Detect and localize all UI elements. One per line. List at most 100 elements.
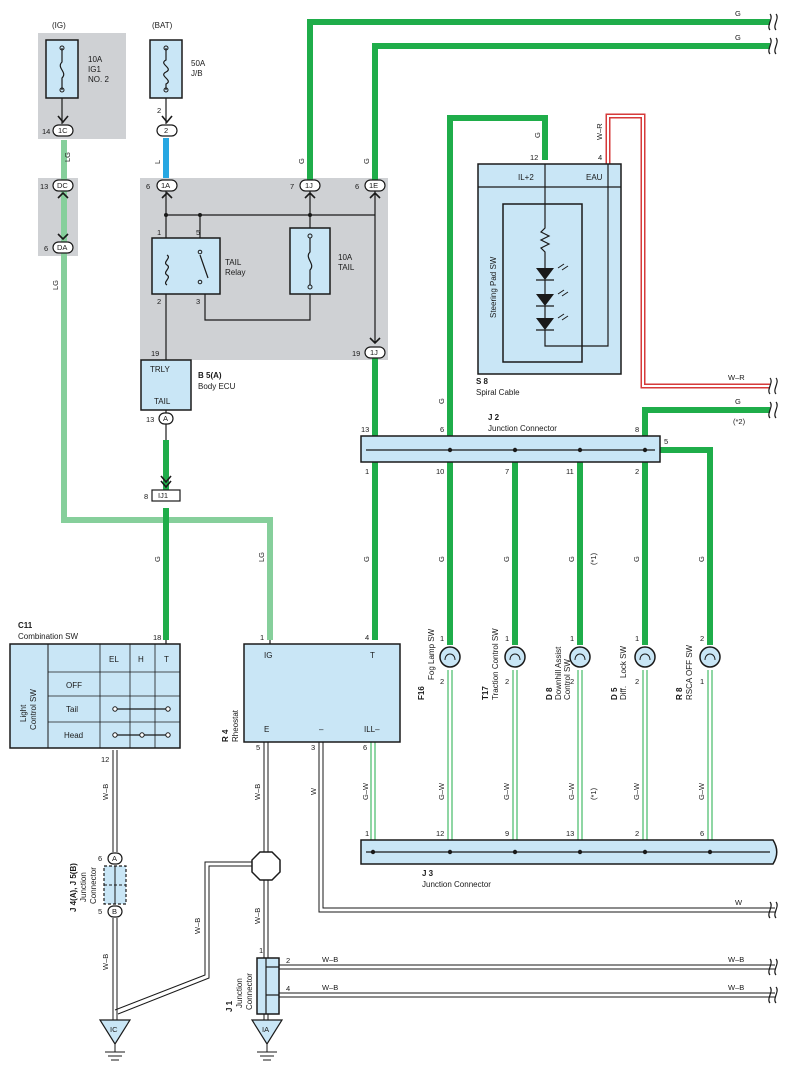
ecu-pin-tail: TAIL xyxy=(154,397,171,406)
connector-ovals xyxy=(52,124,386,918)
ground-ia-label: IA xyxy=(262,1025,269,1034)
wire-g-7: G xyxy=(735,397,741,406)
combo-col-el: EL xyxy=(109,655,119,664)
j2-pin-5: 5 xyxy=(664,437,668,446)
j3-pin-9: 9 xyxy=(505,829,509,838)
pin-6a: 6 xyxy=(146,182,150,191)
tail-fuse xyxy=(289,227,331,295)
j2-name: Junction Connector xyxy=(488,424,557,433)
j1-name1: Junction xyxy=(235,978,244,1008)
rheo-pin-ill: ILL– xyxy=(364,725,380,734)
t17-name: Traction Control SW xyxy=(491,628,500,700)
wire-g-14: G xyxy=(697,556,706,562)
rheo-code: R 4 xyxy=(221,729,230,742)
combo-row-tail: Tail xyxy=(66,705,78,714)
combo-col-h: H xyxy=(138,655,144,664)
j2-code: J 2 xyxy=(488,413,500,422)
diff-lock-sw xyxy=(634,646,656,668)
conn-a-j4: A xyxy=(112,854,117,863)
d8-name1: Downhill Assist xyxy=(554,646,563,700)
j3-pin-13: 13 xyxy=(566,829,574,838)
relay-pin-1: 1 xyxy=(157,228,161,237)
steering-code: S 8 xyxy=(476,377,489,386)
pin-2: 2 xyxy=(157,106,161,115)
j2-pin-13: 13 xyxy=(361,425,369,434)
j1-pin-4: 4 xyxy=(286,984,290,993)
traction-control-sw xyxy=(504,646,526,668)
f16-code: F16 xyxy=(417,686,426,700)
j1-code: J 1 xyxy=(225,1000,234,1012)
pin-14: 14 xyxy=(42,127,50,136)
ecu-code: B 5(A) xyxy=(198,371,222,380)
steering-pin-eau: EAU xyxy=(586,173,603,182)
wire-wb-6: W–B xyxy=(322,955,338,964)
wire-g-8: G xyxy=(153,556,162,562)
relay-pin-3: 3 xyxy=(196,297,200,306)
j2-pin-10: 10 xyxy=(436,467,444,476)
rheo-pin-minus: – xyxy=(319,725,324,734)
tail-fuse-name: TAIL xyxy=(338,263,355,272)
wire-lg-1: LG xyxy=(63,152,72,162)
bat-name: J/B xyxy=(191,69,203,78)
ig1-fuse-element xyxy=(59,48,65,90)
conn-da: DA xyxy=(57,243,67,252)
combo-row-head: Head xyxy=(64,731,83,740)
pin-7: 7 xyxy=(290,182,294,191)
j3-pin-1: 1 xyxy=(365,829,369,838)
ig1-name2: NO. 2 xyxy=(88,75,109,84)
j4j5-name2: Connector xyxy=(89,867,98,904)
steering-pad-sw xyxy=(477,163,622,375)
conn-1j: 1J xyxy=(305,181,313,190)
j2-pin-2: 2 xyxy=(635,467,639,476)
rsca-off-sw xyxy=(699,646,721,668)
j1-pin-1: 1 xyxy=(259,946,263,955)
fog-lamp-sw xyxy=(439,646,461,668)
conn-b-j5: B xyxy=(112,907,117,916)
r8-code: R 8 xyxy=(675,687,684,700)
conn-2: 2 xyxy=(164,126,168,135)
wire-star2: (*2) xyxy=(733,417,746,426)
wire-w-2: W xyxy=(735,898,743,907)
wire-wr-2: W–R xyxy=(728,373,745,382)
d8-name2: Control SW xyxy=(563,659,572,700)
j3-name: Junction Connector xyxy=(422,880,491,889)
conn-1c: 1C xyxy=(58,126,68,135)
wire-labels: LG LG LG L G G G G G G G G G G G G G G W… xyxy=(51,9,746,992)
pin-8: 8 xyxy=(144,492,148,501)
wire-wb-5: W–B xyxy=(193,918,202,934)
steering-inner-label: Steering Pad SW xyxy=(489,256,498,318)
pin-19a: 19 xyxy=(151,349,159,358)
wire-wb-3: W–B xyxy=(253,784,262,800)
j2-pin-7: 7 xyxy=(505,467,509,476)
tail-fuse-amp: 10A xyxy=(338,253,353,262)
combo-col-t: T xyxy=(164,655,169,664)
ig-label: (IG) xyxy=(52,21,66,30)
steering-name: Spiral Cable xyxy=(476,388,520,397)
ground-ia xyxy=(250,1019,284,1061)
wire-g-11: G xyxy=(502,556,511,562)
pin-6b: 6 xyxy=(44,244,48,253)
ig1-name1: IG1 xyxy=(88,65,101,74)
pin-19b: 19 xyxy=(352,349,360,358)
pin-13a: 13 xyxy=(40,182,48,191)
combo-code: C11 xyxy=(18,621,33,630)
d8-code: D 8 xyxy=(545,687,554,700)
j1-connector xyxy=(256,957,280,1015)
rheo-pin-e: E xyxy=(264,725,269,734)
splice-point xyxy=(251,851,281,881)
wire-l: L xyxy=(153,160,162,164)
wire-star1: (*1) xyxy=(589,552,598,565)
d5-code: D 5 xyxy=(610,687,619,700)
bat-amp: 50A xyxy=(191,59,206,68)
j2-pin-1: 1 xyxy=(365,467,369,476)
wire-gw-6: G–W xyxy=(697,782,706,800)
ecu-name: Body ECU xyxy=(198,382,236,391)
steering-pin-il2: IL+2 xyxy=(518,173,534,182)
wire-g-4: G xyxy=(362,158,371,164)
j3-code: J 3 xyxy=(422,869,434,878)
connector-arrows xyxy=(57,115,381,489)
f16-pin-1: 1 xyxy=(440,634,444,643)
wire-g-9: G xyxy=(362,556,371,562)
rheo-name: Rheostat xyxy=(231,709,240,742)
